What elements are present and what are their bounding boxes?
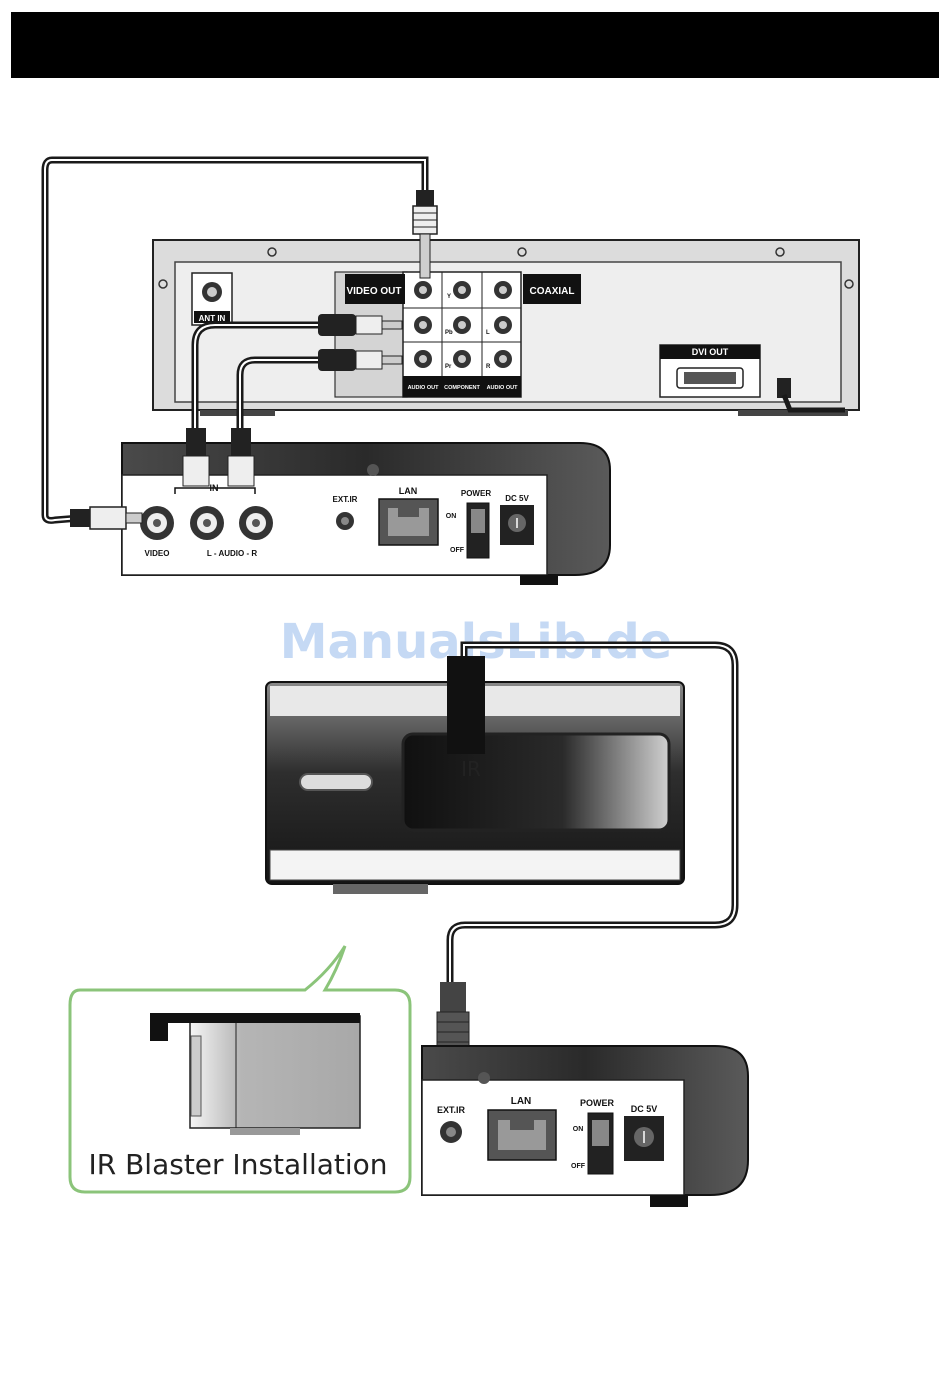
svg-text:R: R bbox=[486, 364, 491, 370]
power-label: POWER bbox=[461, 489, 491, 498]
svg-text:ON: ON bbox=[446, 513, 457, 520]
dc-label-bottom: DC 5V bbox=[631, 1104, 658, 1114]
ext-ir-label: EXT.IR bbox=[333, 495, 358, 504]
svg-text:Y: Y bbox=[447, 294, 451, 300]
video-label: VIDEO bbox=[145, 549, 170, 558]
device-button bbox=[300, 774, 372, 790]
in-label: IN bbox=[210, 483, 219, 493]
svg-text:L: L bbox=[486, 330, 490, 336]
ir-label: IR bbox=[461, 757, 481, 781]
lan-label-bottom: LAN bbox=[511, 1096, 532, 1107]
callout-title: IR Blaster Installation bbox=[88, 1148, 387, 1181]
display-window bbox=[403, 734, 669, 830]
audio-out-right-label: AUDIO OUT bbox=[487, 385, 519, 391]
dvi-out-label: DVI OUT bbox=[692, 347, 729, 357]
svg-text:OFF: OFF bbox=[450, 547, 465, 554]
audio-label: L - AUDIO - R bbox=[207, 549, 257, 558]
lan-label: LAN bbox=[399, 486, 418, 496]
svg-text:Pb: Pb bbox=[445, 330, 453, 336]
svg-text:Pr: Pr bbox=[445, 364, 452, 370]
component-label: COMPONENT bbox=[444, 385, 480, 391]
ir-installation-callout: IR Blaster Installation bbox=[70, 946, 410, 1192]
svg-text:OFF: OFF bbox=[571, 1163, 586, 1170]
ext-ir-label-bottom: EXT.IR bbox=[437, 1105, 466, 1115]
power-label-bottom: POWER bbox=[580, 1098, 615, 1108]
svg-text:ON: ON bbox=[573, 1126, 584, 1133]
video-out-label: VIDEO OUT bbox=[346, 286, 401, 297]
set-top-box-rear-bottom: EXT.IR LAN POWER ON OFF DC 5V bbox=[422, 1046, 748, 1207]
audio-out-left-label: AUDIO OUT bbox=[408, 385, 440, 391]
rca-jacks bbox=[414, 281, 512, 368]
dc-label: DC 5V bbox=[505, 494, 529, 503]
coaxial-label: COAXIAL bbox=[530, 286, 575, 297]
